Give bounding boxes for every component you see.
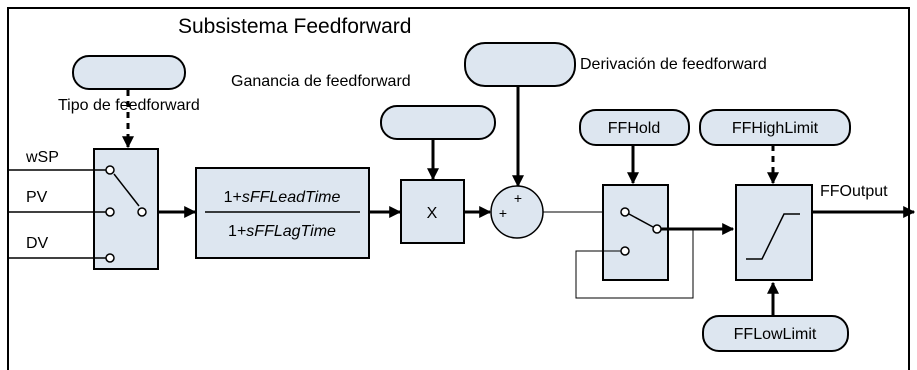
switch-common-contact: [137, 207, 147, 217]
sum-plus-top: +: [514, 190, 522, 206]
sum-plus-left: +: [499, 205, 507, 221]
limiter-curve: [746, 213, 800, 260]
limiter-block: [735, 184, 813, 281]
hold-contact-common: [652, 224, 662, 234]
multiplier-block: [400, 179, 465, 244]
ff-bias-input[interactable]: [464, 42, 576, 87]
pv-label: PV: [26, 189, 48, 206]
lead-lag-block: [195, 167, 370, 259]
hold-switch-blade: [628, 213, 654, 228]
switch-contact-dv: [105, 253, 115, 263]
ff-low-limit-label: FFLowLimit: [734, 326, 817, 343]
ff-gain-label: Ganancia de feedforward: [231, 73, 411, 90]
input-selector-switch: [93, 148, 159, 270]
ff-high-limit-label: FFHighLimit: [732, 120, 819, 137]
ff-high-limit-input[interactable]: [699, 109, 851, 146]
dv-label: DV: [26, 235, 49, 252]
switch-contact-pv: [105, 207, 115, 217]
frame-border: [7, 7, 910, 370]
hold-feedback-loop: [575, 229, 694, 299]
hold-contact-feedback: [620, 246, 630, 256]
lag-time-expression: 1+sFFLagTime: [228, 223, 336, 240]
ff-bias-label: Derivación de feedforward: [580, 56, 767, 73]
ff-hold-label: FFHold: [608, 120, 660, 137]
hold-contact-input: [620, 207, 630, 217]
multiplier-symbol: X: [427, 205, 438, 222]
ff-low-limit-input[interactable]: [702, 315, 849, 352]
hold-switch: [602, 184, 669, 281]
switch-contact-wsp: [105, 165, 115, 175]
lead-time-expression: 1+sFFLeadTime: [224, 189, 341, 206]
wsp-label: wSP: [25, 149, 59, 166]
switch-blade: [113, 173, 140, 207]
output-label: FFOutput: [820, 183, 888, 200]
diagram-title: Subsistema Feedforward: [178, 15, 411, 38]
ff-gain-input[interactable]: [380, 105, 496, 140]
ff-type-input[interactable]: [72, 55, 186, 90]
